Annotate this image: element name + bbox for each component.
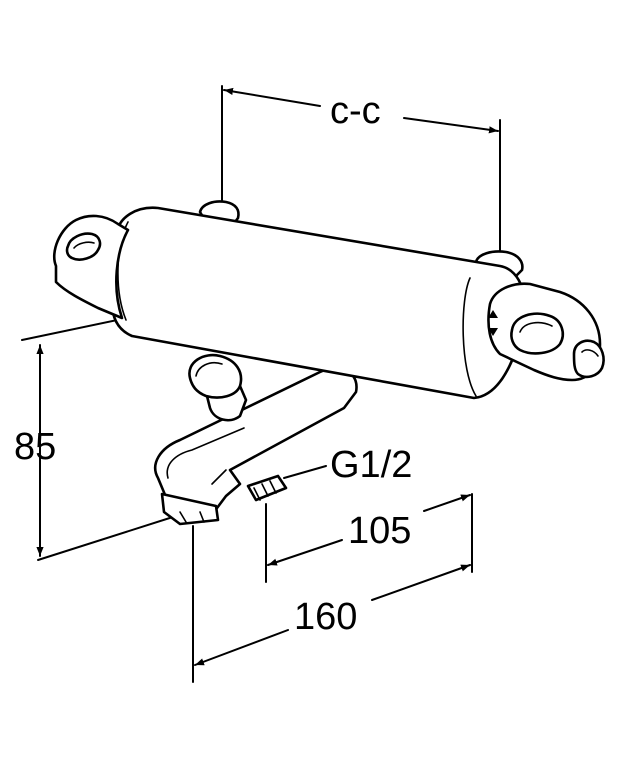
- thread-size-label: G1/2: [330, 444, 413, 486]
- thermostat-body: [110, 206, 527, 400]
- flow-handle-left: [53, 214, 130, 320]
- diverter-knob: [188, 353, 248, 422]
- cc-dimension-right: [403, 117, 499, 134]
- depth-outer-left: [194, 629, 289, 666]
- depth-inner-left: [267, 539, 343, 566]
- depth-outer-label: 160: [294, 596, 358, 638]
- depth-outer-right: [371, 564, 471, 601]
- height-dimension-label: 85: [14, 426, 57, 468]
- thread-connector: [246, 474, 288, 502]
- cc-dimension-left: [223, 87, 321, 107]
- cc-dimension-label: c-c: [330, 90, 381, 132]
- depth-inner-right: [423, 494, 471, 512]
- depth-inner-label: 105: [348, 510, 412, 552]
- thread-leader: [283, 465, 327, 479]
- dimension-lines: [36, 87, 499, 666]
- temperature-handle-right: [487, 282, 605, 382]
